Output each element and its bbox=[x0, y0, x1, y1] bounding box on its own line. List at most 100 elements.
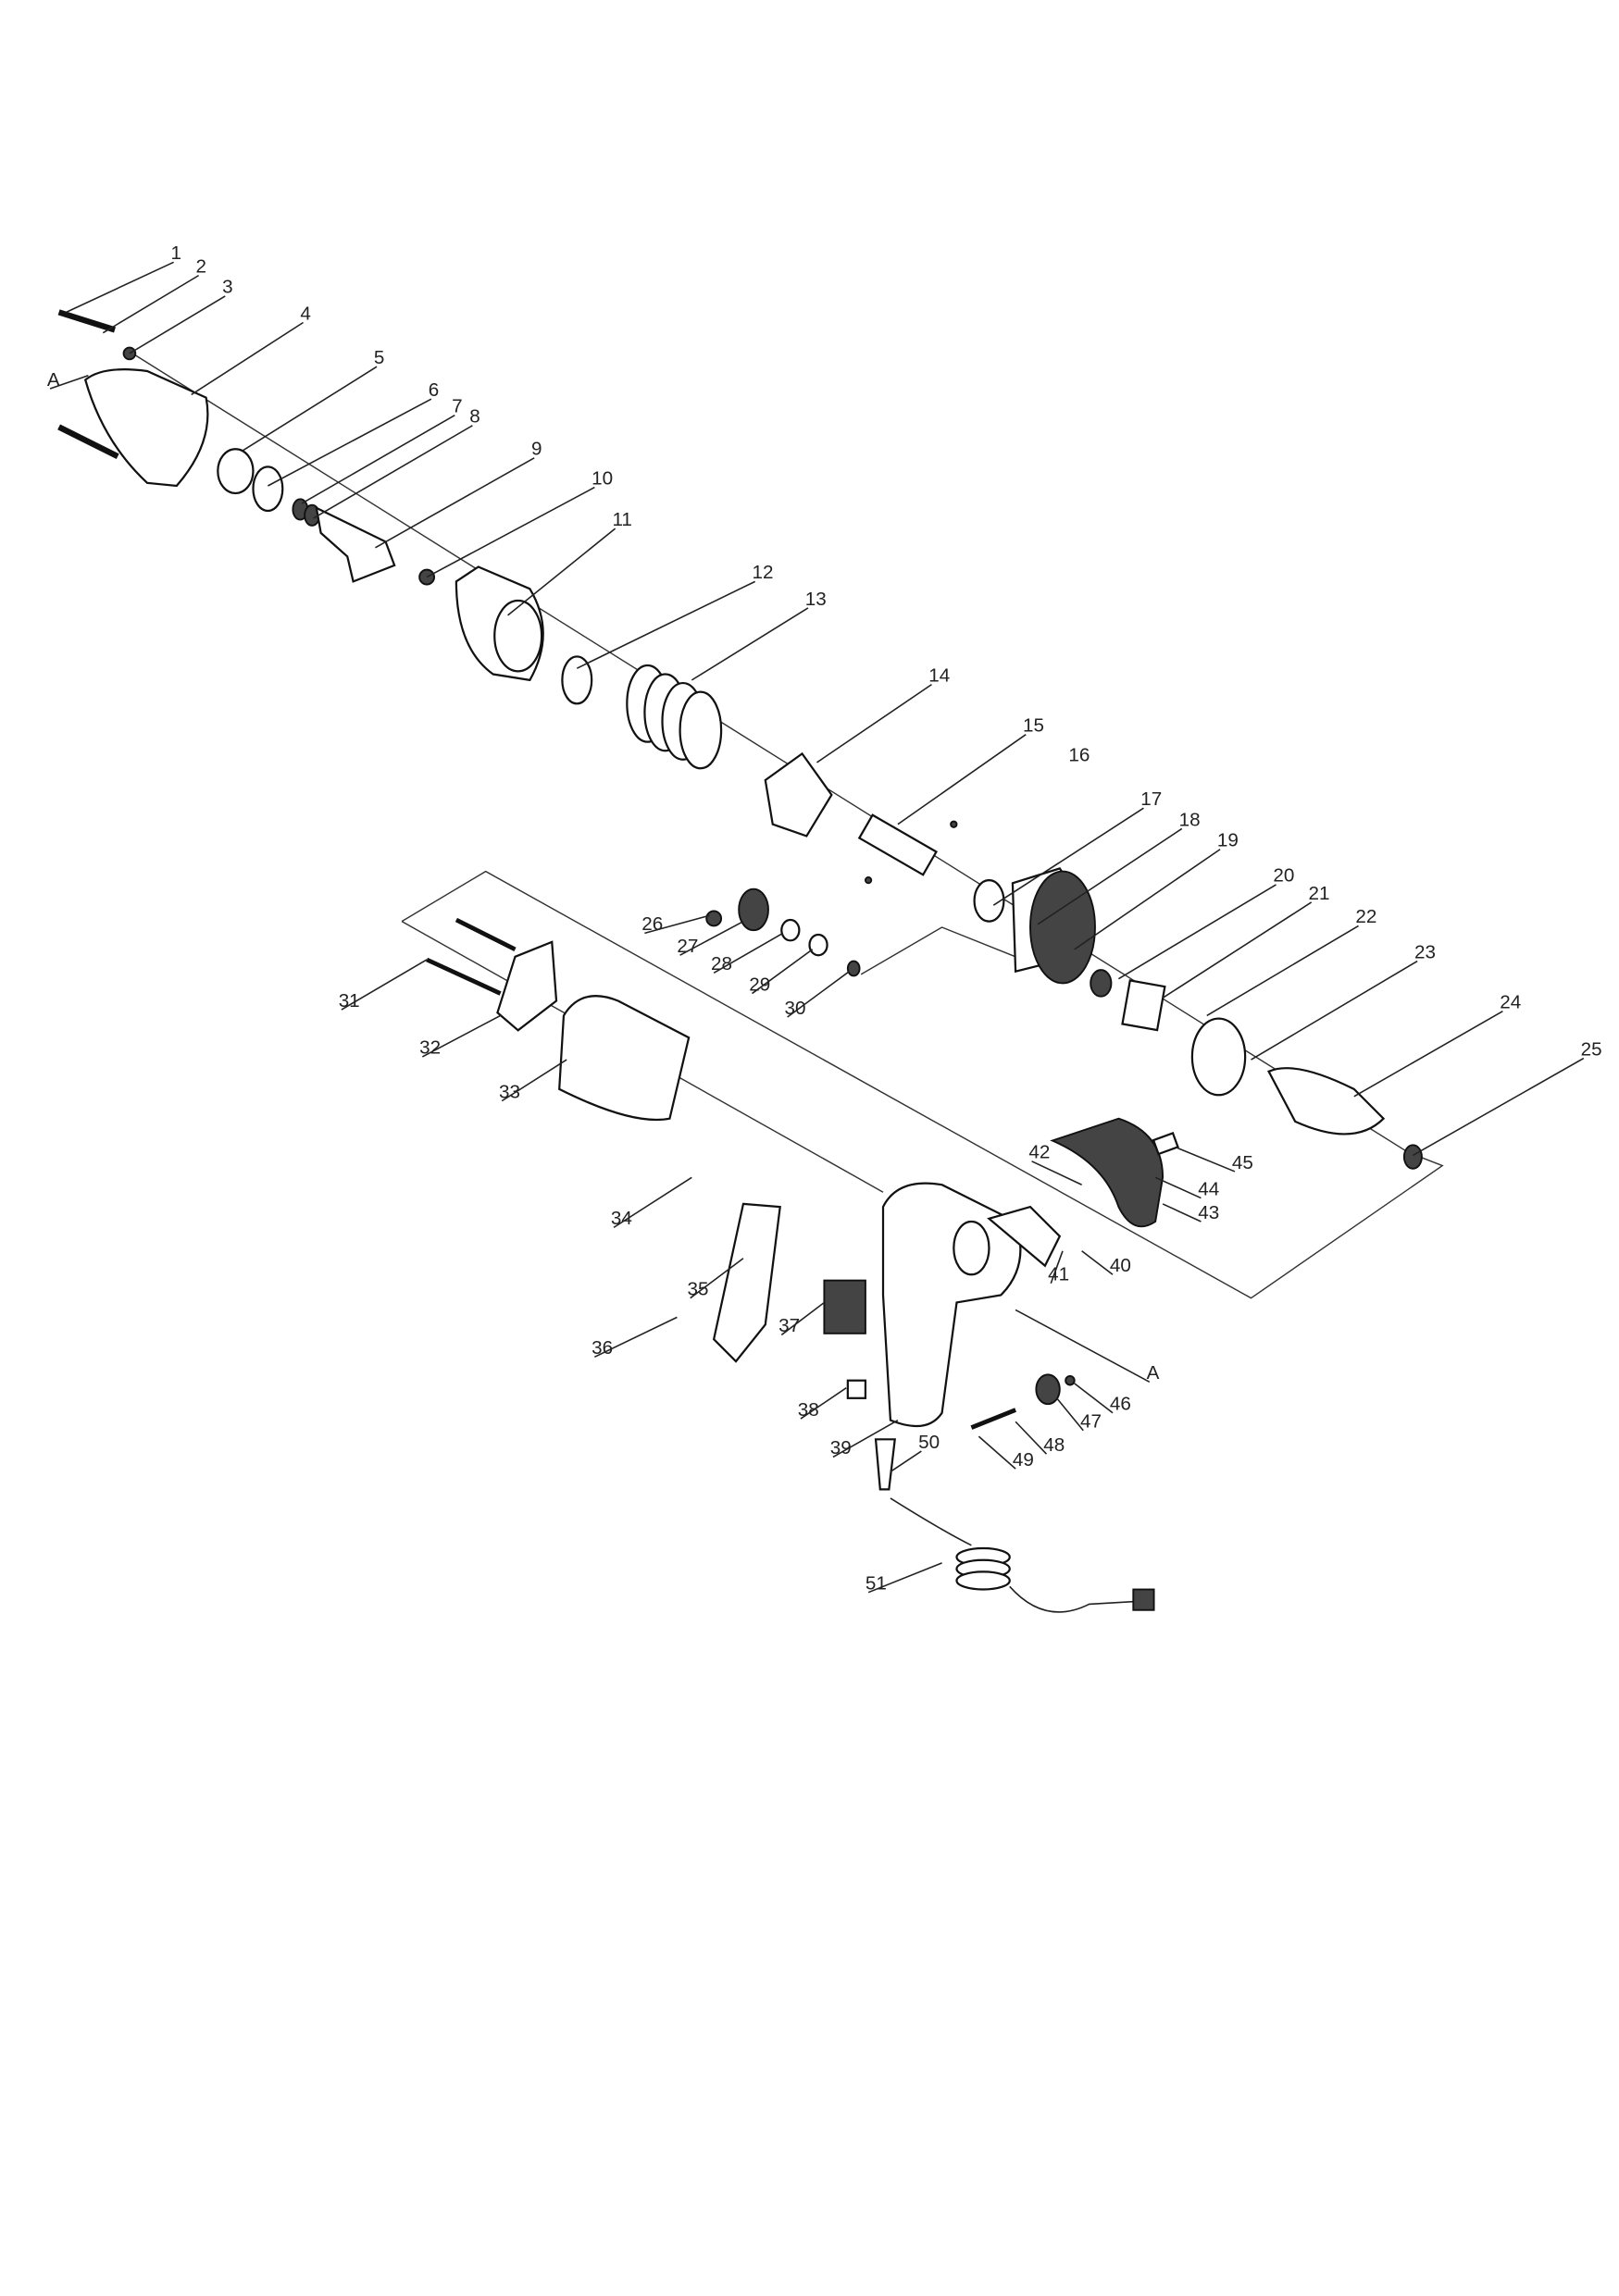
leader-line bbox=[690, 1258, 744, 1299]
leader-line bbox=[1081, 1250, 1114, 1275]
leader-line bbox=[800, 1387, 847, 1420]
part-number-label: 16 bbox=[1068, 744, 1090, 765]
part-number-label: 33 bbox=[499, 1081, 520, 1102]
part-number-label: 18 bbox=[1179, 809, 1201, 830]
reference-mark-label: A bbox=[1147, 1362, 1160, 1384]
leader-line bbox=[375, 457, 535, 549]
leader-line bbox=[992, 807, 1144, 906]
switch-part bbox=[823, 1279, 866, 1334]
spring-part bbox=[626, 664, 723, 770]
part-number-label: 24 bbox=[1500, 991, 1521, 1012]
part-number-label: 21 bbox=[1309, 883, 1330, 904]
leader-line bbox=[1015, 1309, 1151, 1384]
part-number-label: 48 bbox=[1043, 1434, 1065, 1456]
leader-line bbox=[1154, 1176, 1202, 1199]
part-number-label: 41 bbox=[1048, 1264, 1069, 1285]
part-number-label: 43 bbox=[1198, 1202, 1219, 1223]
leader-line bbox=[507, 527, 616, 616]
pin-part bbox=[950, 820, 958, 828]
leader-line bbox=[1177, 1147, 1236, 1173]
washer-part bbox=[846, 960, 861, 977]
part-number-label: 23 bbox=[1414, 941, 1436, 962]
bearing-part bbox=[217, 448, 255, 495]
leader-line bbox=[897, 734, 1027, 825]
part-number-label: 7 bbox=[452, 396, 462, 417]
leader-line bbox=[129, 295, 226, 354]
part-number-label: 9 bbox=[531, 439, 542, 460]
part-number-label: 13 bbox=[805, 589, 827, 610]
part-number-label: 46 bbox=[1110, 1394, 1131, 1415]
part-number-label: 12 bbox=[752, 562, 773, 583]
planet-plate-part bbox=[1029, 870, 1096, 985]
part-number-label: 26 bbox=[641, 913, 663, 935]
part-number-label: 14 bbox=[928, 664, 950, 686]
leader-line bbox=[1031, 1160, 1082, 1185]
leader-line bbox=[1037, 827, 1183, 925]
part-number-label: 22 bbox=[1355, 906, 1376, 927]
part-number-label: 4 bbox=[300, 303, 311, 324]
part-number-label: 1 bbox=[170, 242, 181, 264]
leader-line bbox=[576, 580, 756, 669]
part-number-label: 42 bbox=[1028, 1142, 1050, 1163]
stator-part bbox=[558, 995, 691, 1122]
bearing-part bbox=[1402, 1144, 1423, 1170]
leader-line bbox=[501, 1059, 567, 1102]
part-number-label: 44 bbox=[1198, 1178, 1219, 1199]
leader-line bbox=[313, 425, 473, 519]
screw-part bbox=[1065, 1374, 1076, 1386]
leader-line bbox=[713, 932, 784, 974]
leader-line bbox=[867, 1562, 942, 1594]
bearing-part bbox=[1090, 969, 1113, 998]
part-number-label: 8 bbox=[469, 406, 479, 428]
leader-line bbox=[1162, 1203, 1202, 1222]
part-number-label: 51 bbox=[866, 1573, 887, 1595]
bearing-part bbox=[973, 879, 1005, 923]
capacitor-part bbox=[846, 1379, 867, 1399]
leader-line bbox=[421, 1014, 501, 1058]
part-number-label: 15 bbox=[1023, 715, 1044, 737]
part-number-label: 45 bbox=[1232, 1152, 1253, 1173]
leader-line bbox=[191, 321, 304, 396]
leader-line bbox=[1050, 1250, 1064, 1285]
leader-line bbox=[102, 274, 200, 334]
part-number-label: 47 bbox=[1080, 1411, 1102, 1433]
armature-part bbox=[1267, 1067, 1386, 1136]
part-number-label: 34 bbox=[611, 1208, 632, 1229]
cord-guard-part bbox=[874, 1438, 896, 1491]
leader-line bbox=[1074, 1383, 1114, 1414]
spindle-part bbox=[857, 813, 938, 876]
ball-part bbox=[864, 875, 873, 885]
leader-line bbox=[341, 959, 428, 1011]
leader-line bbox=[1206, 925, 1359, 1017]
part-number-label: 3 bbox=[222, 277, 232, 298]
part-number-label: 2 bbox=[195, 255, 205, 277]
part-number-label: 17 bbox=[1140, 788, 1162, 810]
leader-line bbox=[816, 683, 932, 763]
leader-line bbox=[780, 1301, 825, 1336]
part-number-label: 37 bbox=[778, 1315, 800, 1336]
anvil-part bbox=[315, 505, 396, 583]
part-number-label: 28 bbox=[711, 953, 732, 974]
washer-part bbox=[705, 910, 723, 927]
leader-line bbox=[752, 949, 814, 995]
bushing-part bbox=[780, 918, 801, 942]
leader-line bbox=[1353, 1010, 1503, 1098]
leader-line bbox=[1413, 1057, 1585, 1157]
brush-holder-part bbox=[496, 940, 558, 1032]
trigger-part bbox=[987, 1205, 1062, 1268]
part-number-label: 11 bbox=[612, 509, 631, 530]
part-number-label: 30 bbox=[784, 998, 805, 1019]
clip-part bbox=[1152, 1132, 1179, 1156]
part-number-label: 10 bbox=[592, 467, 613, 489]
ring-part bbox=[252, 465, 284, 513]
part-number-label: 6 bbox=[429, 379, 440, 401]
part-number-label: 19 bbox=[1217, 830, 1239, 851]
part-number-label: 5 bbox=[374, 347, 385, 368]
leader-line bbox=[613, 1176, 692, 1229]
part-number-label: 31 bbox=[339, 990, 360, 1011]
knob-part bbox=[1035, 1373, 1061, 1406]
rear-cover-part bbox=[1050, 1117, 1164, 1228]
leader-line bbox=[1056, 1397, 1084, 1432]
leader-line bbox=[1015, 1421, 1048, 1455]
